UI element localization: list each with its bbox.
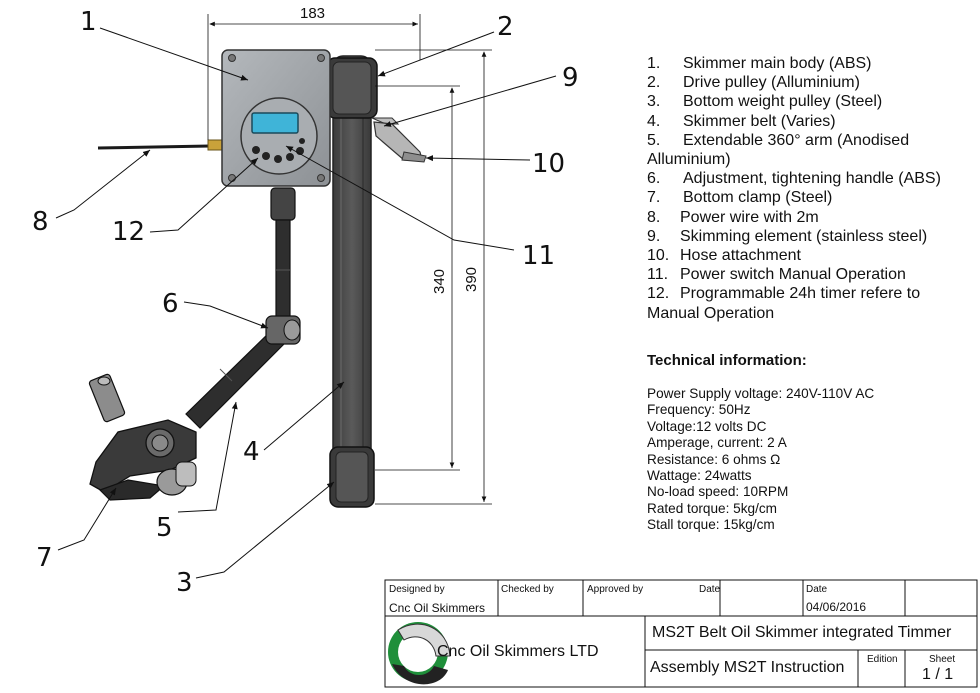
legend-item-number: 9. [647,227,661,245]
programmable-timer [240,97,318,175]
date-label-2: Date [806,584,828,595]
callout-7: 7 [36,543,53,573]
legend-item: 11. Power switch Manual Operation [647,265,972,284]
legend-item: 6. Adjustment, tightening handle (ABS) [647,169,972,188]
extendable-arm [185,187,296,429]
callout-numbers: 1 2 3 4 5 6 7 8 9 10 11 12 [32,7,579,598]
legend-item-number: 7. [647,189,661,207]
company-logo [388,622,451,685]
skimmer-belt [332,55,372,505]
legend-item-text: Skimmer main body (ABS) [683,55,872,72]
legend-item-text: Drive pulley (Alluminium) [683,74,860,92]
callout-8: 8 [32,207,49,237]
legend-item: 8. Power wire with 2m [647,208,972,227]
date-value: 04/06/2016 [806,600,867,614]
legend-item: 2. Drive pulley (Alluminium) [647,73,972,92]
legend-item-text: Programmable 24h timer refere to Manual … [647,285,921,322]
technical-info-line: Power Supply voltage: 240V-110V AC [647,386,875,401]
legend-item-text: Bottom weight pulley (Steel) [683,93,883,111]
company-name: Cnc Oil Skimmers LTD [437,643,599,660]
legend-item-text: Hose attachment [680,247,801,265]
legend-item-number: 6. [647,170,661,188]
callout-3: 3 [176,568,193,598]
dimension-width-label: 183 [300,5,325,22]
title-block-frame [384,579,978,688]
power-switch [299,138,305,144]
technical-info-line: Frequency: 50Hz [647,402,751,418]
technical-info-line: Rated torque: 5kg/cm [647,500,777,516]
callout-4: 4 [243,437,260,467]
leader-lines [55,27,557,579]
legend-item-number: 1. [647,55,661,72]
technical-info-line: Stall torque: 15kg/cm [647,517,775,533]
technical-info-line: Voltage:12 volts DC [647,418,767,434]
technical-info-line: Amperage, current: 2 A [647,435,787,451]
legend-item: 7. Bottom clamp (Steel) [647,188,972,207]
sheet-label: Sheet [929,654,956,665]
drawing-subtitle: Assembly MS2T Instruction [650,659,845,676]
legend-item-number: 4. [647,112,661,130]
technical-info-line: Wattage: 24watts [647,468,752,484]
legend-item-number: 3. [647,93,661,111]
legend-item-text: Power switch Manual Operation [680,266,906,284]
bottom-weight-pulley [329,446,375,508]
sheet-value: 1 / 1 [922,666,954,683]
bottom-clamp [88,373,197,501]
parts-legend: 1. Skimmer main body (ABS) 2. Drive pulley … [647,54,972,323]
drawing-title: MS2T Belt Oil Skimmer integrated Timmer [652,624,952,641]
callout-2: 2 [497,12,514,42]
callout-6: 6 [162,289,179,319]
legend-item-text: Skimming element (stainless steel) [680,227,928,245]
legend-item: 1. Skimmer main body (ABS) [647,54,972,73]
technical-info-line: No-load speed: 10RPM [647,484,789,500]
technical-info-line: Resistance: 6 ohms Ω [647,451,781,467]
callout-10: 10 [532,149,565,179]
callout-1: 1 [80,7,97,37]
technical-info-title: Technical information: [647,352,807,369]
designed-by-label: Designed by [389,584,445,595]
legend-item: 9. Skimming element (stainless steel) [647,227,972,246]
approved-by-label: Approved by [587,584,644,595]
legend-item-number: 5. [647,131,661,149]
legend-item-text: Extendable 360° arm (Anodised Alluminium… [647,131,910,169]
legend-item: 12.Programmable 24h timer refere to Manu… [647,284,972,322]
legend-item-text: Adjustment, tightening handle (ABS) [683,170,941,188]
drive-pulley [326,57,378,119]
dimension-183: 183 [207,5,421,140]
legend-item-number: 12. [647,285,670,303]
dimension-340: 340 [375,85,460,471]
legend-item-text: Bottom clamp (Steel) [683,189,833,207]
legend-item: 4. Skimmer belt (Varies) [647,112,972,131]
legend-item: 10. Hose attachment [647,246,972,265]
legend-item-text: Power wire with 2m [680,208,819,226]
legend-item-number: 2. [647,74,661,92]
legend-item-number: 8. [647,208,661,226]
legend-item-text: Skimmer belt (Varies) [683,112,836,130]
power-wire [97,139,223,151]
legend-item-number: 11. [647,266,669,284]
callout-12: 12 [112,217,145,247]
callout-9: 9 [562,63,579,93]
legend-item-number: 10. [647,247,670,265]
designed-by-value: Cnc Oil Skimmers [389,601,486,615]
dimension-390: 390 [375,49,492,505]
timer-display [251,112,299,134]
date-label-1: Date [699,584,721,595]
dimension-outer-height-label: 390 [463,267,480,292]
dimension-inner-height-label: 340 [431,269,448,294]
legend-item: 5.Extendable 360° arm (Anodised Allumini… [647,131,972,169]
skimming-element [371,117,427,163]
callout-11: 11 [522,241,555,271]
edition-label: Edition [867,654,898,665]
callout-5: 5 [156,513,173,543]
legend-item: 3. Bottom weight pulley (Steel) [647,92,972,111]
checked-by-label: Checked by [501,584,554,595]
adjustment-handle [265,315,301,345]
